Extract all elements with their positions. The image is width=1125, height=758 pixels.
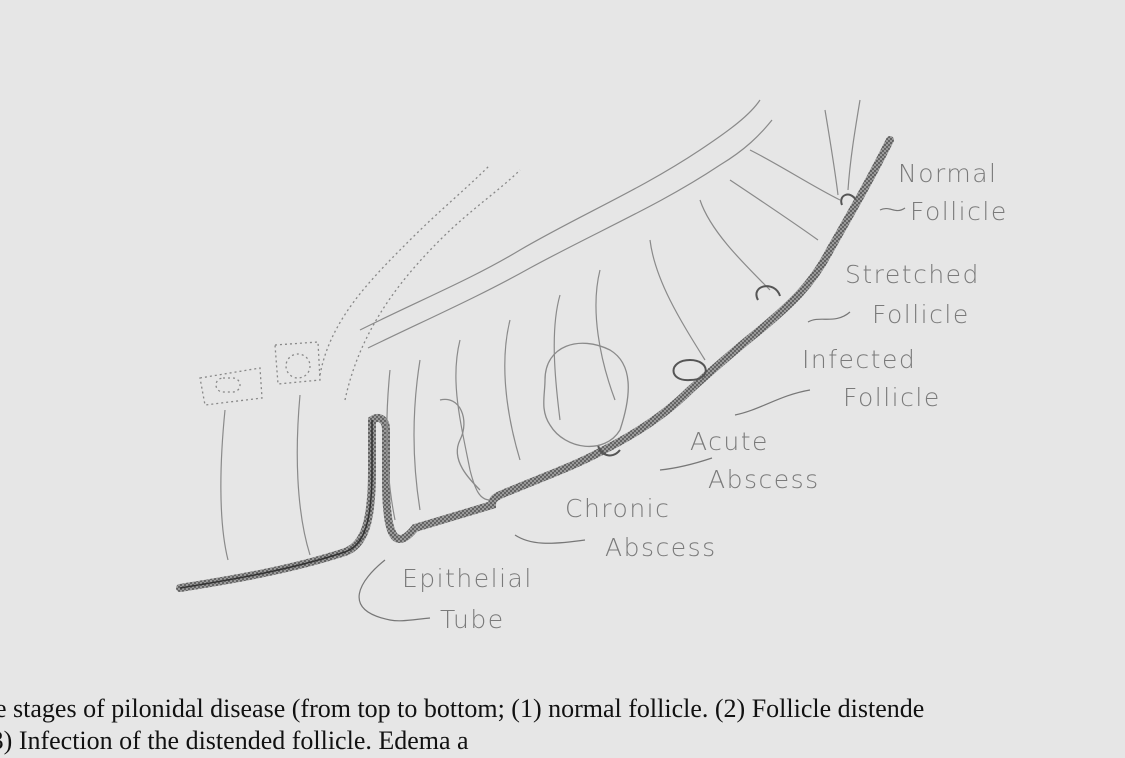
label-acute-2: Abscess [708,465,820,494]
label-normal-2: Follicle [910,197,1008,226]
skin-surface [180,140,890,588]
label-tube-1: Epithelial [402,564,533,593]
label-stretched-1: Stretched [845,260,980,289]
label-acute-1: Acute [690,427,769,456]
label-chronic-1: Chronic [565,494,670,523]
label-chronic-2: Abscess [605,533,717,562]
figure-caption: he stages of pilonidal disease (from top… [0,693,1125,758]
diagram-labels: Normal Follicle Stretched Follicle Infec… [402,159,1008,634]
abscess-cavity [440,343,628,490]
label-stretched-2: Follicle [872,300,970,329]
label-normal-1: Normal [898,159,997,188]
label-infected-1: Infected [802,345,916,374]
follicle-structures [598,195,856,456]
label-infected-2: Follicle [843,383,941,412]
caption-line-2: (3) Infection of the distended follicle.… [0,725,1107,757]
caption-line-1: he stages of pilonidal disease (from top… [0,693,1107,725]
dotted-outline [200,165,520,405]
label-tube-2: Tube [440,605,505,634]
